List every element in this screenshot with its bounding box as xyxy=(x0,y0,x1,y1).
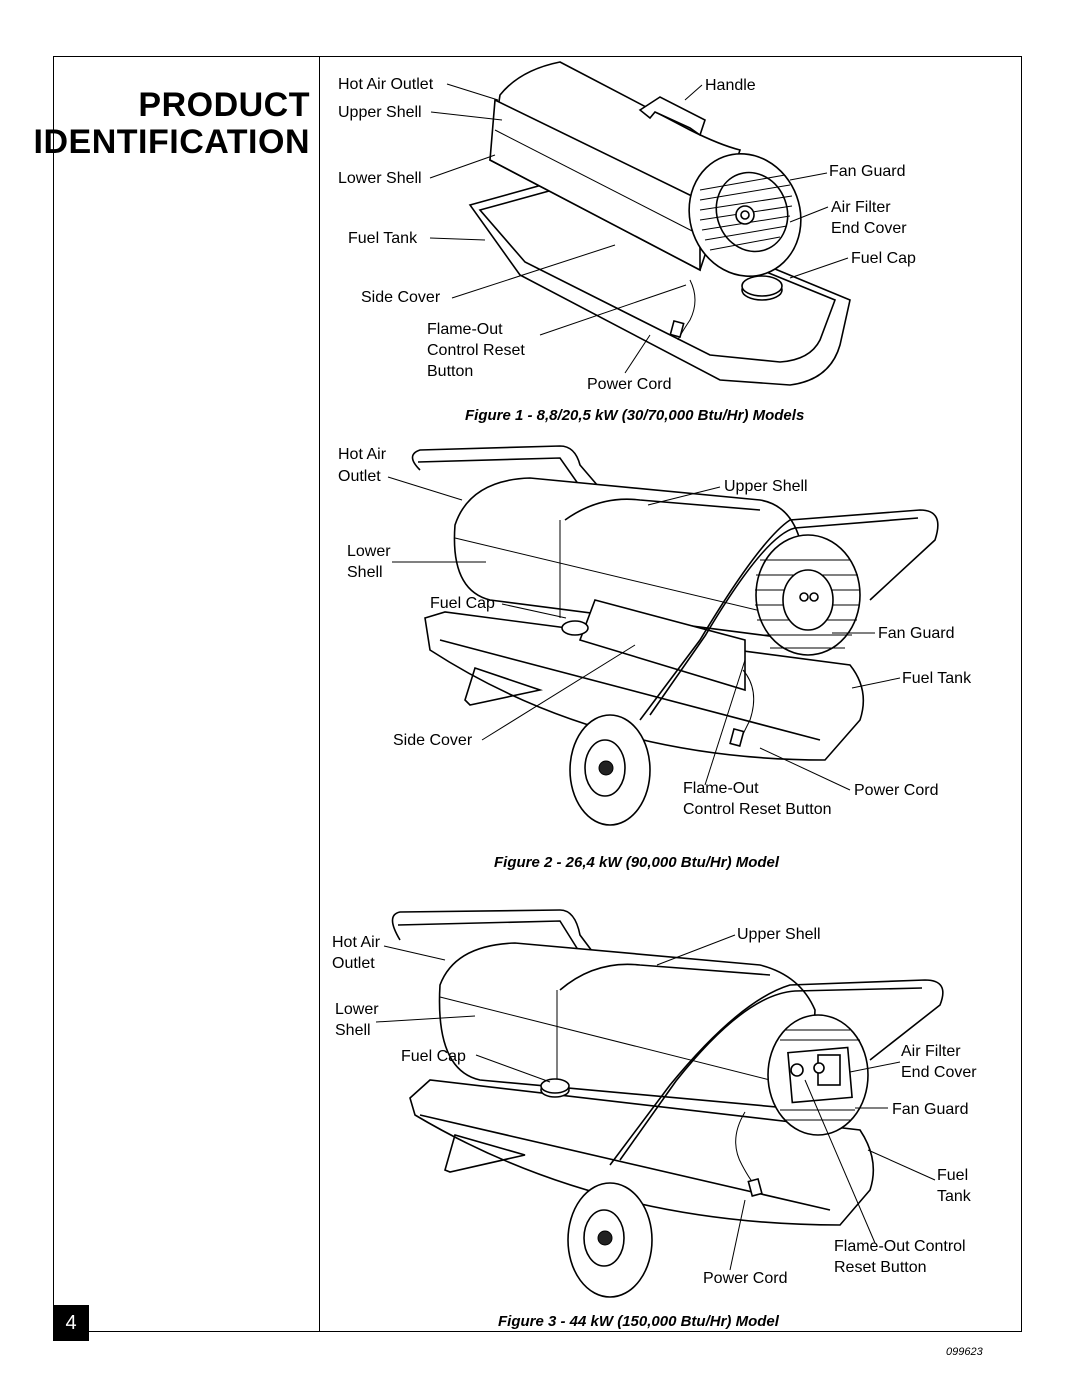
fig2-label-hot-air-2: Outlet xyxy=(338,468,381,485)
fig2-label-lower-2: Shell xyxy=(347,564,383,581)
figure1-drawing xyxy=(429,61,851,386)
fig1-label-flame-out-2: Control Reset xyxy=(427,342,525,359)
fig3-label-hot-air-1: Hot Air xyxy=(332,934,381,951)
fig3-label-flame-out-2: Reset Button xyxy=(834,1259,927,1276)
fig2-label-hot-air-1: Hot Air xyxy=(338,446,387,463)
fig1-label-handle: Handle xyxy=(705,77,756,94)
figure1-caption: Figure 1 - 8,8/20,5 kW (30/70,000 Btu/Hr… xyxy=(465,407,805,424)
fig1-label-side-cover: Side Cover xyxy=(361,289,441,306)
page-number: 4 xyxy=(53,1305,89,1341)
fig3-label-end-cover: End Cover xyxy=(901,1064,977,1081)
fig2-label-fuel-tank: Fuel Tank xyxy=(902,670,972,687)
fig3-label-upper-shell: Upper Shell xyxy=(737,926,821,943)
fig1-label-upper-shell: Upper Shell xyxy=(338,104,422,121)
fig3-label-power-cord: Power Cord xyxy=(703,1270,788,1287)
fig3-label-air-filter: Air Filter xyxy=(901,1043,961,1060)
fig3-label-fan-guard: Fan Guard xyxy=(892,1101,969,1118)
fig2-label-fan-guard: Fan Guard xyxy=(878,625,955,642)
figure2-drawing xyxy=(387,445,939,826)
fig1-label-air-filter: Air Filter xyxy=(831,199,891,216)
fig2-label-lower-1: Lower xyxy=(347,543,391,560)
page-frame xyxy=(53,56,1022,1332)
fig3-label-fuel-1: Fuel xyxy=(937,1167,969,1184)
figure3-caption: Figure 3 - 44 kW (150,000 Btu/Hr) Model xyxy=(498,1313,779,1330)
fig2-label-flame-out-1: Flame-Out xyxy=(683,780,759,797)
document-number: 099623 xyxy=(946,1346,983,1358)
fig3-label-lower-1: Lower xyxy=(335,1001,379,1018)
fig1-label-fan-guard: Fan Guard xyxy=(829,163,906,180)
fig2-label-power-cord: Power Cord xyxy=(854,782,939,799)
fig2-label-flame-out-2: Control Reset Button xyxy=(683,801,832,818)
fig3-label-hot-air-2: Outlet xyxy=(332,955,375,972)
fig1-label-fuel-cap: Fuel Cap xyxy=(851,250,916,267)
page-title-line1: PRODUCT xyxy=(138,86,310,124)
column-divider xyxy=(319,56,320,1332)
figure2-caption: Figure 2 - 26,4 kW (90,000 Btu/Hr) Model xyxy=(494,854,780,871)
fig2-label-side-cover: Side Cover xyxy=(393,732,473,749)
fig1-label-end-cover: End Cover xyxy=(831,220,907,237)
fig3-label-lower-2: Shell xyxy=(335,1022,371,1039)
fig1-label-power-cord: Power Cord xyxy=(587,376,672,393)
fig1-label-fuel-tank: Fuel Tank xyxy=(348,230,418,247)
fig1-label-lower-shell: Lower Shell xyxy=(338,170,422,187)
fig3-label-fuel-2: Tank xyxy=(937,1188,971,1205)
fig2-label-fuel-cap: Fuel Cap xyxy=(430,595,495,612)
fig3-label-flame-out-1: Flame-Out Control xyxy=(834,1238,966,1255)
fig1-label-flame-out-1: Flame-Out xyxy=(427,321,503,338)
figure3-drawing xyxy=(375,909,944,1298)
fig1-label-hot-air-outlet: Hot Air Outlet xyxy=(338,76,434,93)
fig3-label-fuel-cap: Fuel Cap xyxy=(401,1048,466,1065)
fig1-label-flame-out-3: Button xyxy=(427,363,474,380)
fig2-label-upper-shell: Upper Shell xyxy=(724,478,808,495)
page-title-line2: IDENTIFICATION xyxy=(33,123,310,161)
